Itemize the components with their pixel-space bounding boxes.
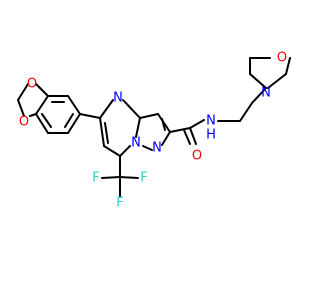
- bond: [35, 113, 49, 134]
- bond: [99, 117, 105, 147]
- bond: [183, 129, 191, 145]
- fluorine-atom-label: F: [92, 171, 99, 186]
- bond: [17, 99, 25, 117]
- bond: [135, 117, 141, 138]
- amide-nitrogen-label: N: [206, 114, 216, 129]
- oxygen-atom-label: O: [27, 77, 37, 92]
- molecule-structure-diagram: O O N N N N H O N O F F F: [17, 51, 291, 211]
- bond: [35, 95, 49, 115]
- bond: [119, 145, 131, 157]
- bond: [119, 176, 139, 179]
- bond: [104, 122, 109, 144]
- bond: [239, 102, 253, 122]
- bond: [67, 95, 81, 115]
- bond: [189, 127, 197, 145]
- fluorine-atom-label: F: [116, 196, 123, 211]
- bond: [103, 145, 121, 157]
- oxygen-atom-label: O: [19, 115, 29, 130]
- bond: [99, 99, 114, 119]
- bond: [267, 73, 287, 89]
- atom-labels: O O N N N N H O N O F F F: [19, 51, 287, 211]
- bond: [169, 127, 191, 133]
- bond: [64, 113, 74, 128]
- nitrogen-atom-label: N: [152, 141, 162, 156]
- bond: [285, 57, 291, 75]
- bond: [189, 119, 205, 129]
- bond: [251, 87, 267, 104]
- amide-hydrogen-label: H: [206, 128, 216, 143]
- bond: [41, 113, 52, 128]
- carbonyl-oxygen-label: O: [192, 149, 202, 164]
- bond: [67, 113, 81, 134]
- bond-skeleton: [17, 57, 291, 198]
- bond: [101, 176, 121, 179]
- fluorine-atom-label: F: [140, 171, 147, 186]
- bond: [35, 83, 49, 97]
- bond: [139, 113, 159, 119]
- bond: [161, 131, 171, 146]
- bond: [142, 145, 153, 151]
- bond: [17, 83, 29, 101]
- bond: [29, 113, 37, 117]
- bond: [122, 99, 141, 119]
- morpholine-nitrogen-label: N: [261, 86, 271, 101]
- nitrogen-atom-label: N: [131, 136, 141, 151]
- morpholine-oxygen-label: O: [277, 51, 287, 66]
- bond: [79, 113, 101, 119]
- bond: [249, 73, 267, 89]
- bond: [161, 118, 166, 131]
- nitrogen-atom-label: N: [113, 91, 123, 106]
